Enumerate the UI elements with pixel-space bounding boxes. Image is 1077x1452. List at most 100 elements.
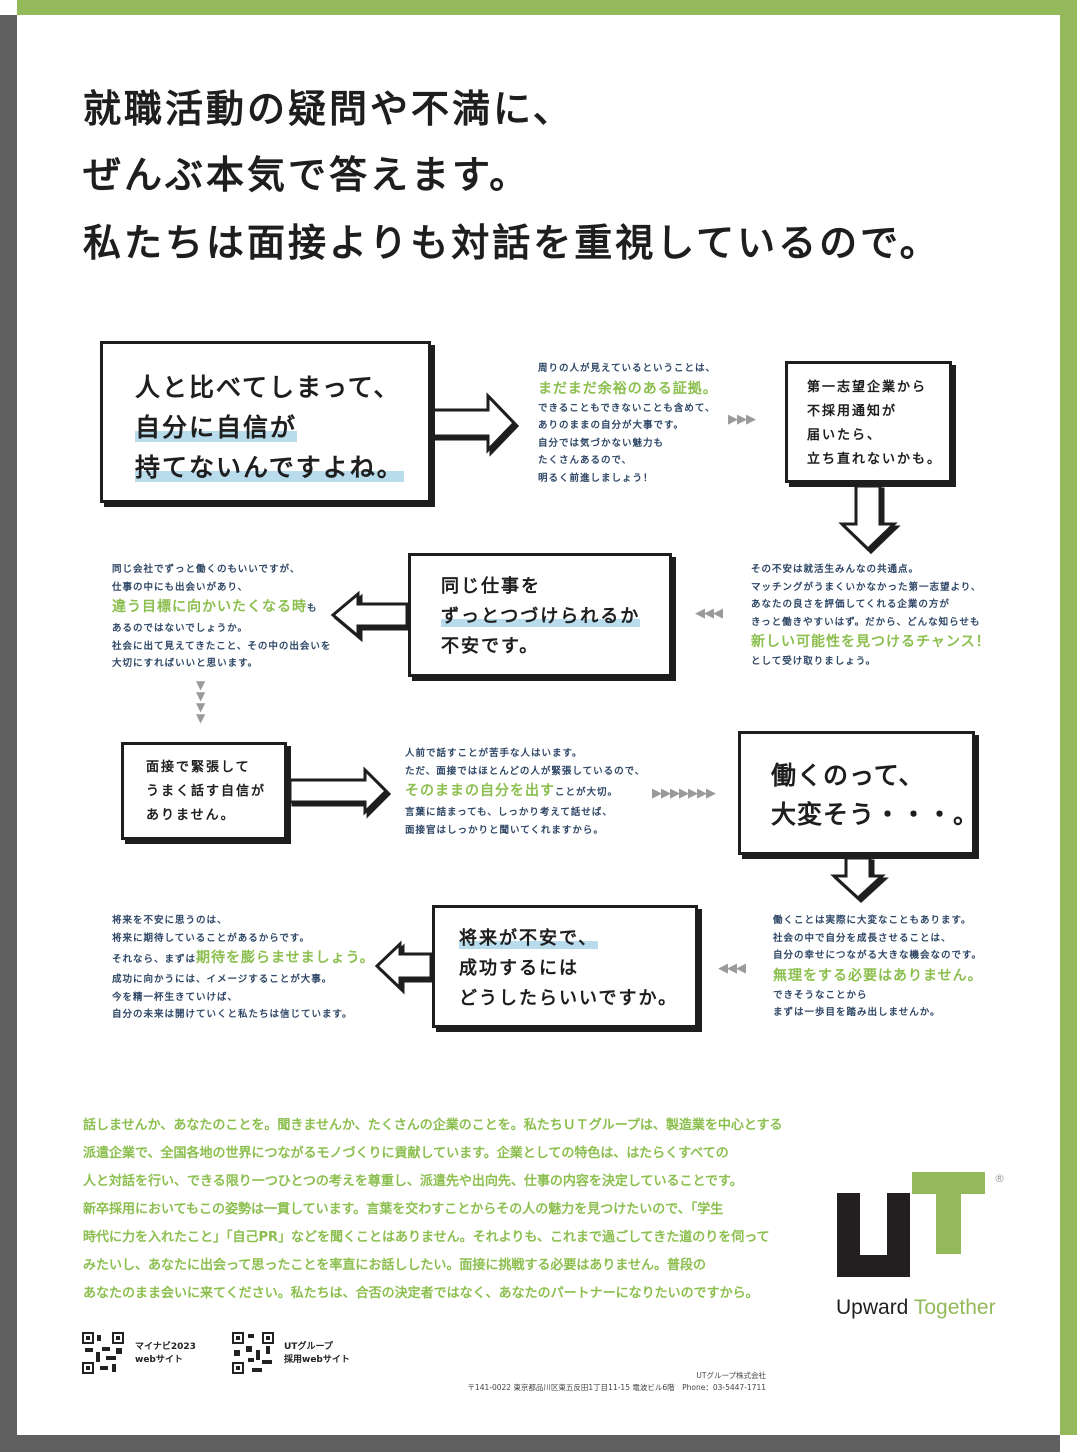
- note-line: それなら、まずは: [112, 954, 197, 965]
- company-info: UTグループ株式会社 〒141-0022 東京都品川区東五反田1丁目11-15 …: [467, 1370, 766, 1394]
- note-line: 同じ会社でずっと働くのもいいですが、: [112, 564, 301, 575]
- question-1-line-1: 人と比べてしまって、: [135, 373, 401, 402]
- paragraph-line: 派遣企業で、全国各地の世界につながるモノづくりに貢献しています。企業としての特色…: [83, 1146, 729, 1161]
- frame-top-bar: [17, 0, 1077, 15]
- note-line: 今を精一杯生きていけば、: [112, 991, 239, 1003]
- note-line: 仕事の中にも出会いがあり、: [112, 581, 249, 593]
- note-line: あなたの良さを評価してくれる企業の方が: [751, 599, 950, 610]
- answer-note-5: 働くことは実際に大変なこともあります。 社会の中で自分を成長させることは、 自分…: [773, 912, 983, 1022]
- note-highlight: まだまだ余裕のある証拠。: [538, 380, 718, 397]
- answer-note-2: その不安は就活生みんなの共通点。 マッチングがうまくいかなかった第一志望より、 …: [751, 561, 991, 671]
- paragraph-line: 人と対話を行い、できる限り一つひとつの考えを尊重し、派遣先や出向先、仕事の内容を…: [83, 1174, 743, 1189]
- note-line: 将来に期待していることがあるからです。: [112, 932, 310, 944]
- answer-note-6: 将来を不安に思うのは、 将来に期待していることがあるからです。 それなら、まずは…: [112, 912, 375, 1024]
- note-line: その不安は就活生みんなの共通点。: [751, 564, 920, 575]
- triangle-connector-right-long-icon: ▶▶▶▶▶▶▶: [652, 786, 716, 801]
- ut-logo-mark: [837, 1172, 985, 1277]
- body-paragraph: 話しませんか、あなたのことを。聞きませんか、たくさんの企業のことを。私たちＵＴグ…: [83, 1112, 783, 1308]
- question-6-line-2: 成功するには: [459, 958, 579, 979]
- question-box-3: 同じ仕事を ずっとつづけられるか 不安です。: [408, 553, 672, 677]
- question-box-5: 働くのって、 大変そう・・・。: [738, 731, 980, 855]
- qr-label-line: 採用webサイト: [284, 1355, 350, 1365]
- note-line: 自分では気づかない魅力も: [538, 437, 665, 449]
- frame-left-bar: [0, 15, 17, 1452]
- question-box-1: 人と比べてしまって、 自分に自信が 持てないんですよね。: [100, 341, 431, 503]
- question-4-line-1: 面接で緊張して: [146, 760, 251, 775]
- note-line: 社会に出て見えてきたこと、その中の出会いを: [112, 640, 332, 652]
- headline-line-3: 私たちは面接よりも対話を重視しているので。: [83, 221, 941, 265]
- triangle-connector-left-icon: ◀◀◀: [695, 606, 723, 621]
- note-line: 働くことは実際に大変なこともあります。: [773, 915, 972, 926]
- note-line: 成功に向かうには、イメージすることが大事。: [112, 974, 333, 985]
- note-line: ありのままの自分が大事です。: [538, 420, 685, 431]
- ut-logo: ® Upward Together: [836, 1172, 1006, 1332]
- arrow-left-2: [374, 940, 436, 995]
- company-address: 〒141-0022 東京都品川区東五反田1丁目11-15 電波ビル6階 Phon…: [467, 1383, 766, 1392]
- arrow-right-1: [431, 392, 520, 457]
- qr-code-mynavi[interactable]: [82, 1332, 124, 1374]
- note-line: 将来を不安に思うのは、: [112, 915, 228, 926]
- paragraph-line: 時代に力を入れたこと」「自己PR」などを聞くことはありません。それよりも、これま…: [83, 1230, 770, 1245]
- frame-right-bar: [1060, 15, 1077, 1435]
- question-6-line-3: どうしたらいいですか。: [459, 988, 679, 1009]
- arrow-down-1: [838, 484, 901, 555]
- triangle-connector-left-icon: ◀◀◀: [718, 961, 746, 976]
- paragraph-line: あなたのまま会いに来てください。私たちは、合否の決定者ではなく、あなたのパートナ…: [83, 1286, 759, 1301]
- qr-label-ut-recruit: UTグループ 採用webサイト: [284, 1341, 350, 1367]
- note-highlight: 期待を膨らませましょう。: [196, 950, 375, 966]
- note-line: 周りの人が見えているということは、: [538, 363, 717, 374]
- triangle-connector-down-icon: ▼▼▼▼: [196, 678, 205, 725]
- note-line: 人前で話すことが苦手な人はいます。: [405, 748, 583, 759]
- company-name: UTグループ株式会社: [696, 1371, 766, 1380]
- note-highlight: 新しい可能性を見つけるチャンス！: [751, 634, 991, 650]
- arrow-down-2: [830, 856, 889, 904]
- headline-line-2: ぜんぶ本気で答えます。: [83, 153, 531, 197]
- answer-note-3: 同じ会社でずっと働くのもいいですが、 仕事の中にも出会いがあり、 違う目標に向か…: [112, 561, 331, 673]
- note-line: たくさんあるので、: [538, 455, 633, 466]
- note-line: あるのではないでしょうか。: [112, 623, 249, 634]
- qr-label-line: マイナビ2023: [135, 1342, 196, 1352]
- question-4-line-2: うまく話す自信が: [146, 784, 267, 799]
- note-line: ただ、面接ではほとんどの人が緊張しているので、: [405, 765, 646, 777]
- note-line: できそうなことから: [773, 989, 868, 1001]
- question-4-line-3: ありません。: [146, 808, 236, 823]
- note-line: できることもできないことも含めて、: [538, 402, 716, 414]
- note-line: 自分の幸せにつながる大きな機会なのです。: [773, 950, 983, 961]
- note-line: マッチングがうまくいかなかった第一志望より、: [751, 581, 982, 593]
- question-2-line-4: 立ち直れないかも。: [807, 452, 943, 467]
- question-box-6: 将来が不安で、 成功するには どうしたらいいですか。: [432, 905, 698, 1028]
- question-3-line-1: 同じ仕事を: [441, 576, 541, 597]
- paragraph-line: 話しませんか、あなたのことを。聞きませんか、たくさんの企業のことを。私たちＵＴグ…: [83, 1118, 783, 1133]
- note-line: 明るく前進しましょう！: [538, 472, 654, 484]
- answer-note-1: 周りの人が見えているということは、 まだまだ余裕のある証拠。 できることもできな…: [538, 360, 718, 487]
- note-line: きっと働きやすいはず。だから、どんな知らせも: [751, 616, 981, 628]
- qr-label-line: webサイト: [135, 1355, 183, 1365]
- triangle-connector-right-icon: ▶▶▶: [728, 412, 756, 427]
- logo-word-together: Together: [913, 1296, 996, 1319]
- question-2-line-2: 不採用通知が: [807, 404, 898, 419]
- question-3-line-2: ずっとつづけられるか: [441, 606, 641, 627]
- paragraph-line: みたいし、あなたに出会って思ったことを率直にお話ししたい。面接に挑戦する必要はあ…: [83, 1258, 706, 1273]
- note-line: 面接官はしっかりと聞いてくれますから。: [405, 824, 604, 836]
- note-highlight: そのままの自分を出す: [405, 783, 555, 799]
- question-box-2: 第一志望企業から 不採用通知が 届いたら、 立ち直れないかも。: [785, 361, 952, 483]
- paragraph-line: 新卒採用においてもこの姿勢は一貫しています。言葉を交わすことからその人の魅力を見…: [83, 1202, 724, 1217]
- question-5-line-2: 大変そう・・・。: [771, 800, 980, 829]
- note-line: 社会の中で自分を成長させることは、: [773, 932, 952, 944]
- question-6-line-1: 将来が不安で、: [459, 928, 599, 949]
- question-1-line-2: 自分に自信が: [135, 413, 298, 442]
- registered-mark: ®: [994, 1172, 1005, 1185]
- question-3-line-3: 不安です。: [441, 636, 540, 657]
- note-line: 言葉に詰まっても、しっかり考えて話せば、: [405, 807, 613, 818]
- note-line: として受け取りましょう。: [751, 656, 877, 667]
- qr-label-line: UTグループ: [284, 1342, 333, 1352]
- note-highlight: 無理をする必要はありません。: [773, 967, 983, 984]
- qr-code-ut-recruit[interactable]: [232, 1332, 274, 1374]
- note-line: ことが大切。: [555, 787, 619, 798]
- question-2-line-1: 第一志望企業から: [807, 380, 928, 395]
- headline-line-1: 就職活動の疑問や不満に、: [83, 87, 574, 131]
- note-highlight: 違う目標に向かいたくなる時: [112, 599, 307, 615]
- note-line: まずは一歩目を踏み出しませんか。: [773, 1007, 941, 1018]
- answer-note-4: 人前で話すことが苦手な人はいます。 ただ、面接ではほとんどの人が緊張しているので…: [405, 745, 645, 839]
